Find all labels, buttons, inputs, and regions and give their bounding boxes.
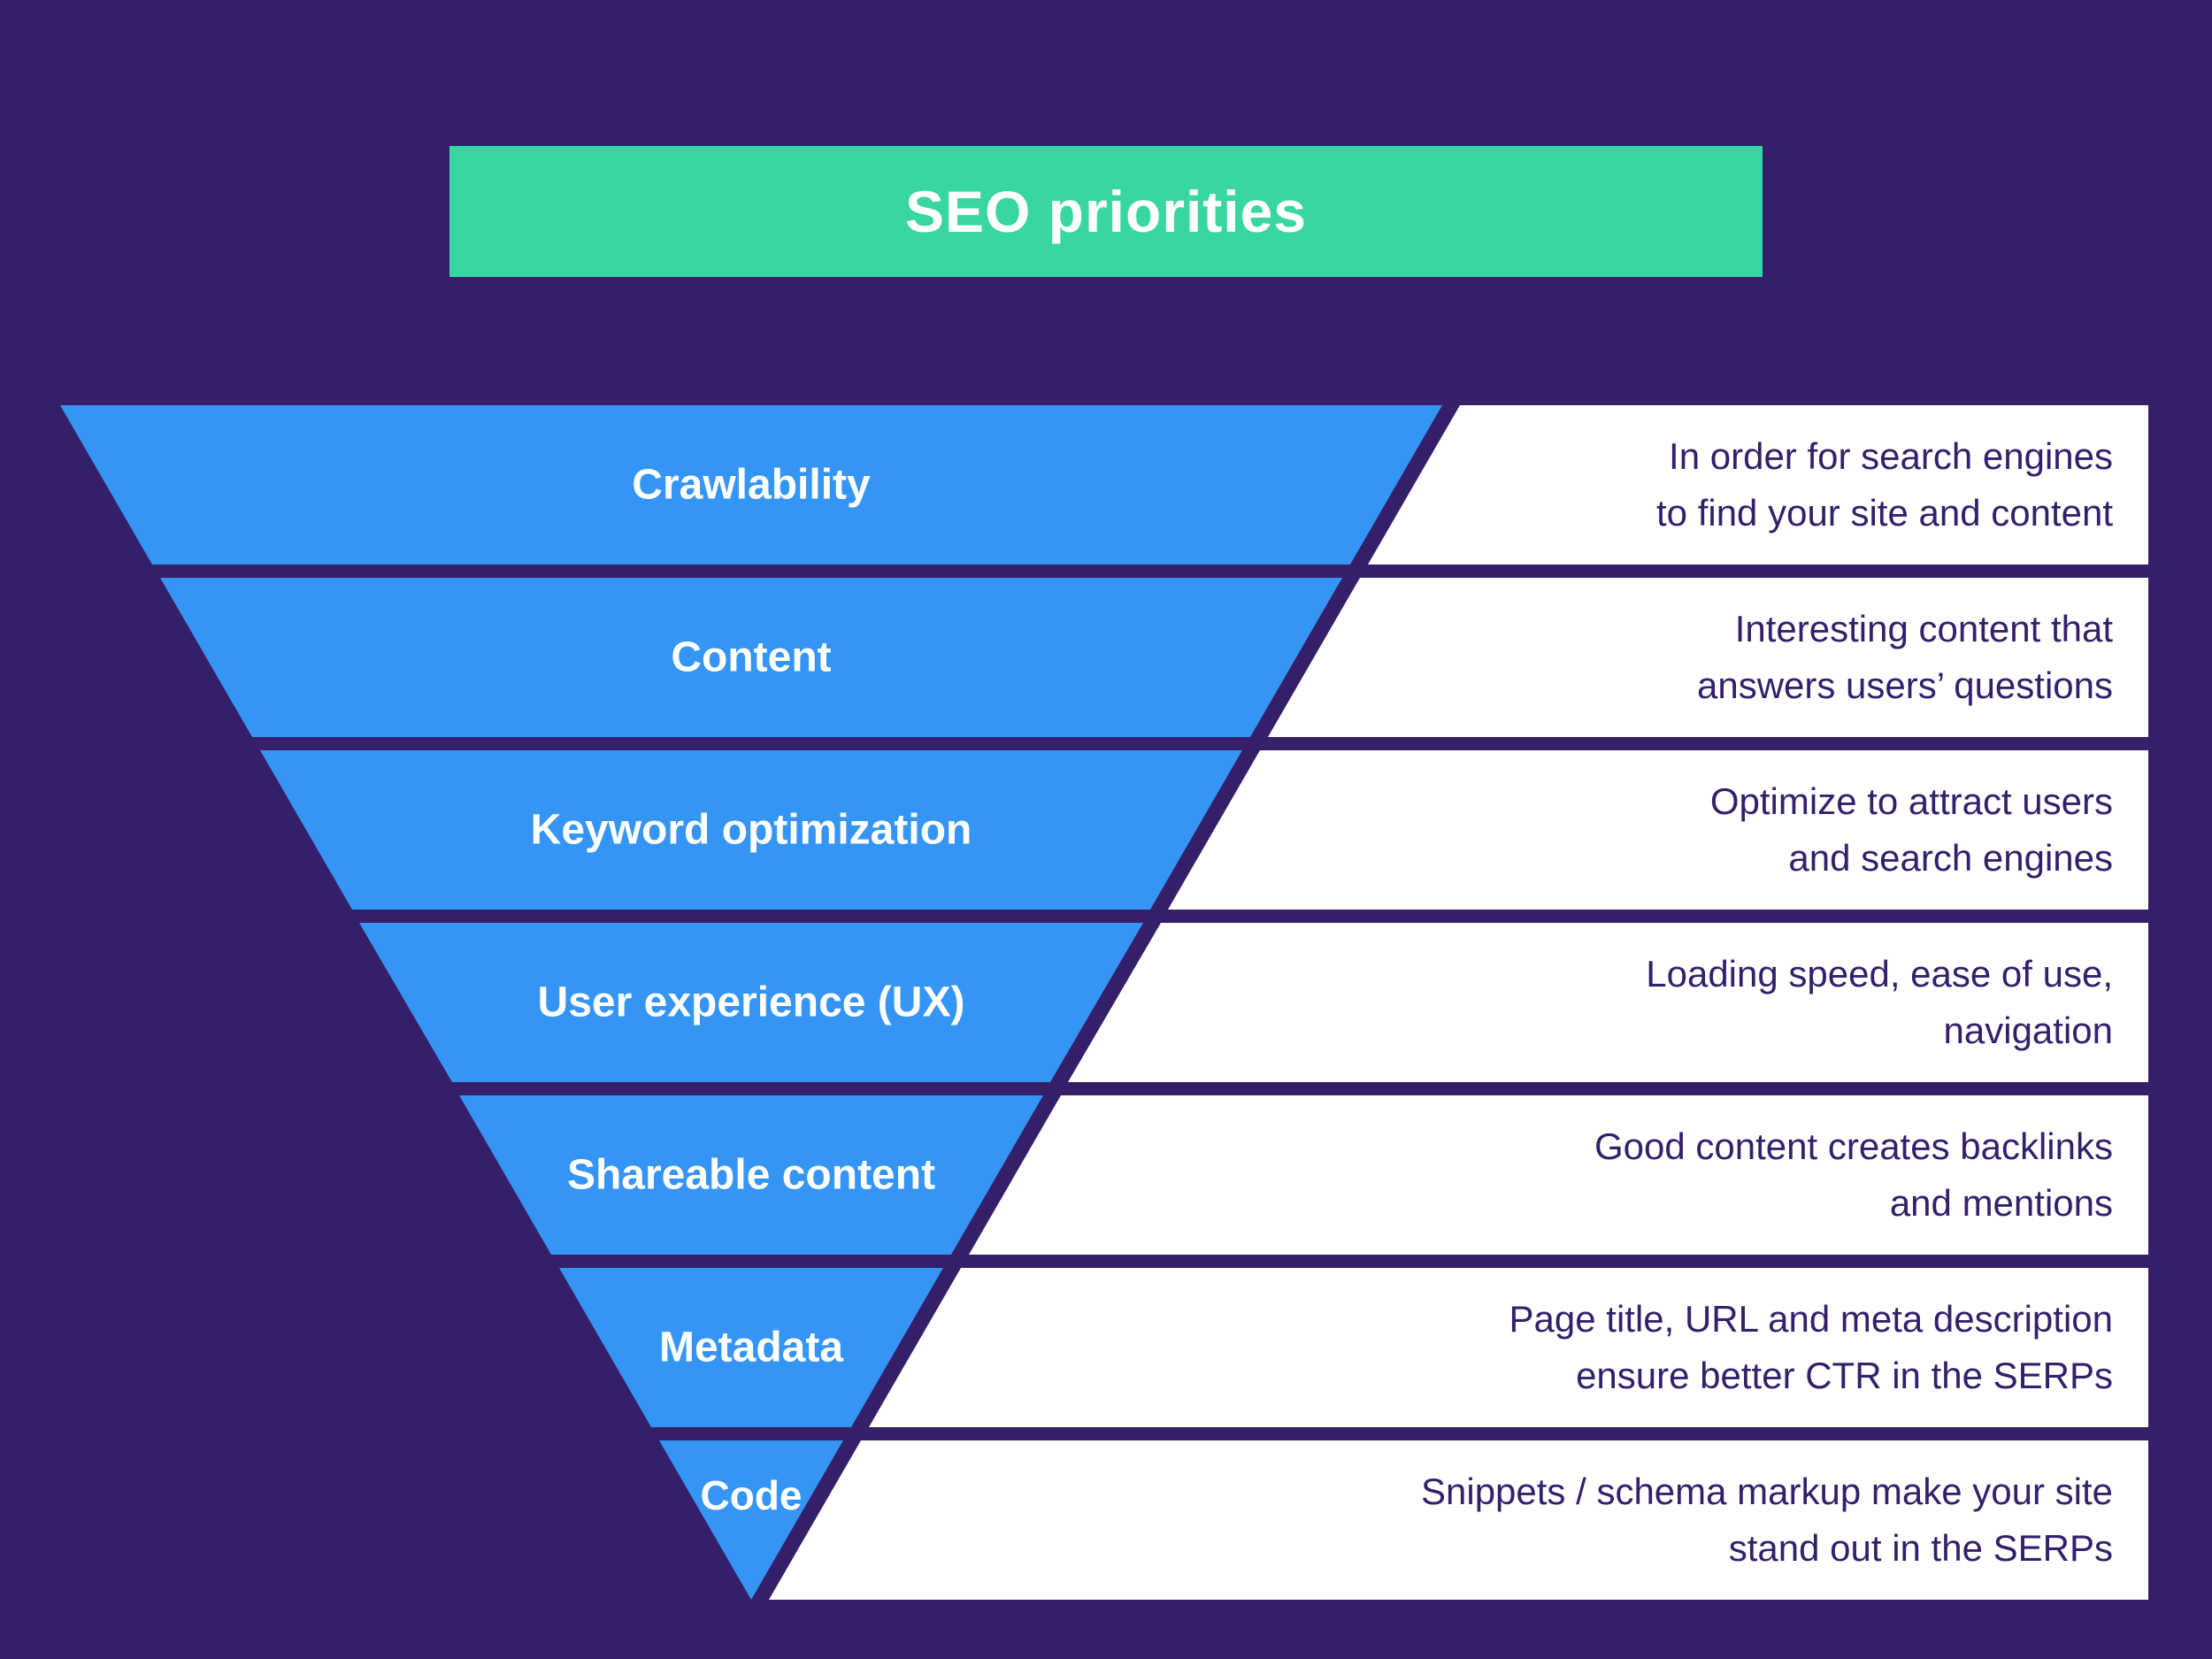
funnel-segment	[260, 750, 1242, 910]
description-text: Good content creates backlinks and menti…	[1594, 1125, 2113, 1224]
description-text: Optimize to attract users and search eng…	[1709, 780, 2113, 879]
description-bar	[1368, 405, 2148, 565]
funnel-row-crawlability: Crawlability In order for search engines…	[0, 405, 2212, 565]
funnel-segment	[459, 1095, 1043, 1255]
description-bar	[969, 1095, 2148, 1255]
funnel-segment-label: Code	[700, 1472, 803, 1518]
funnel-segment-label: User experience (UX)	[537, 979, 965, 1026]
description-bar	[1168, 750, 2148, 910]
description-text: Interesting content that answers users’ …	[1697, 608, 2113, 706]
description-text: Page title, URL and meta description ens…	[1509, 1298, 2113, 1396]
funnel-row-shareable-content: Shareable content Good content creates b…	[0, 1095, 2212, 1255]
funnel-segment-label: Metadata	[658, 1324, 844, 1371]
description-bar	[1268, 578, 2148, 737]
funnel-segment-label: Content	[671, 634, 832, 681]
funnel-segment	[359, 923, 1143, 1082]
funnel-row-content: Content Interesting content that answers…	[0, 578, 2212, 737]
page-title: SEO priorities	[904, 179, 1308, 244]
funnel-row-keyword-optimization: Keyword optimization Optimize to attract…	[0, 750, 2212, 910]
description-text: Snippets / schema markup make your site …	[1420, 1471, 2113, 1569]
title-banner: SEO priorities	[449, 146, 1763, 277]
description-bar	[1068, 923, 2148, 1082]
funnel-segment-label: Crawlability	[632, 461, 871, 509]
funnel-row-metadata: Metadata Page title, URL and meta descri…	[0, 1268, 2212, 1427]
description-text: In order for search engines to find your…	[1656, 435, 2113, 534]
description-bar	[769, 1440, 2148, 1600]
funnel-segment	[160, 578, 1342, 737]
funnel-row-user-experience: User experience (UX) Loading speed, ease…	[0, 923, 2212, 1082]
funnel-segment-label: Keyword optimization	[530, 806, 972, 854]
description-text: Loading speed, ease of use, navigation	[1646, 953, 2113, 1051]
funnel-row-code: Code Snippets / schema markup make your …	[0, 1440, 2212, 1600]
funnel-segment-label: Shareable content	[566, 1151, 936, 1199]
description-bar	[869, 1268, 2148, 1427]
funnel-segment	[60, 405, 1442, 565]
